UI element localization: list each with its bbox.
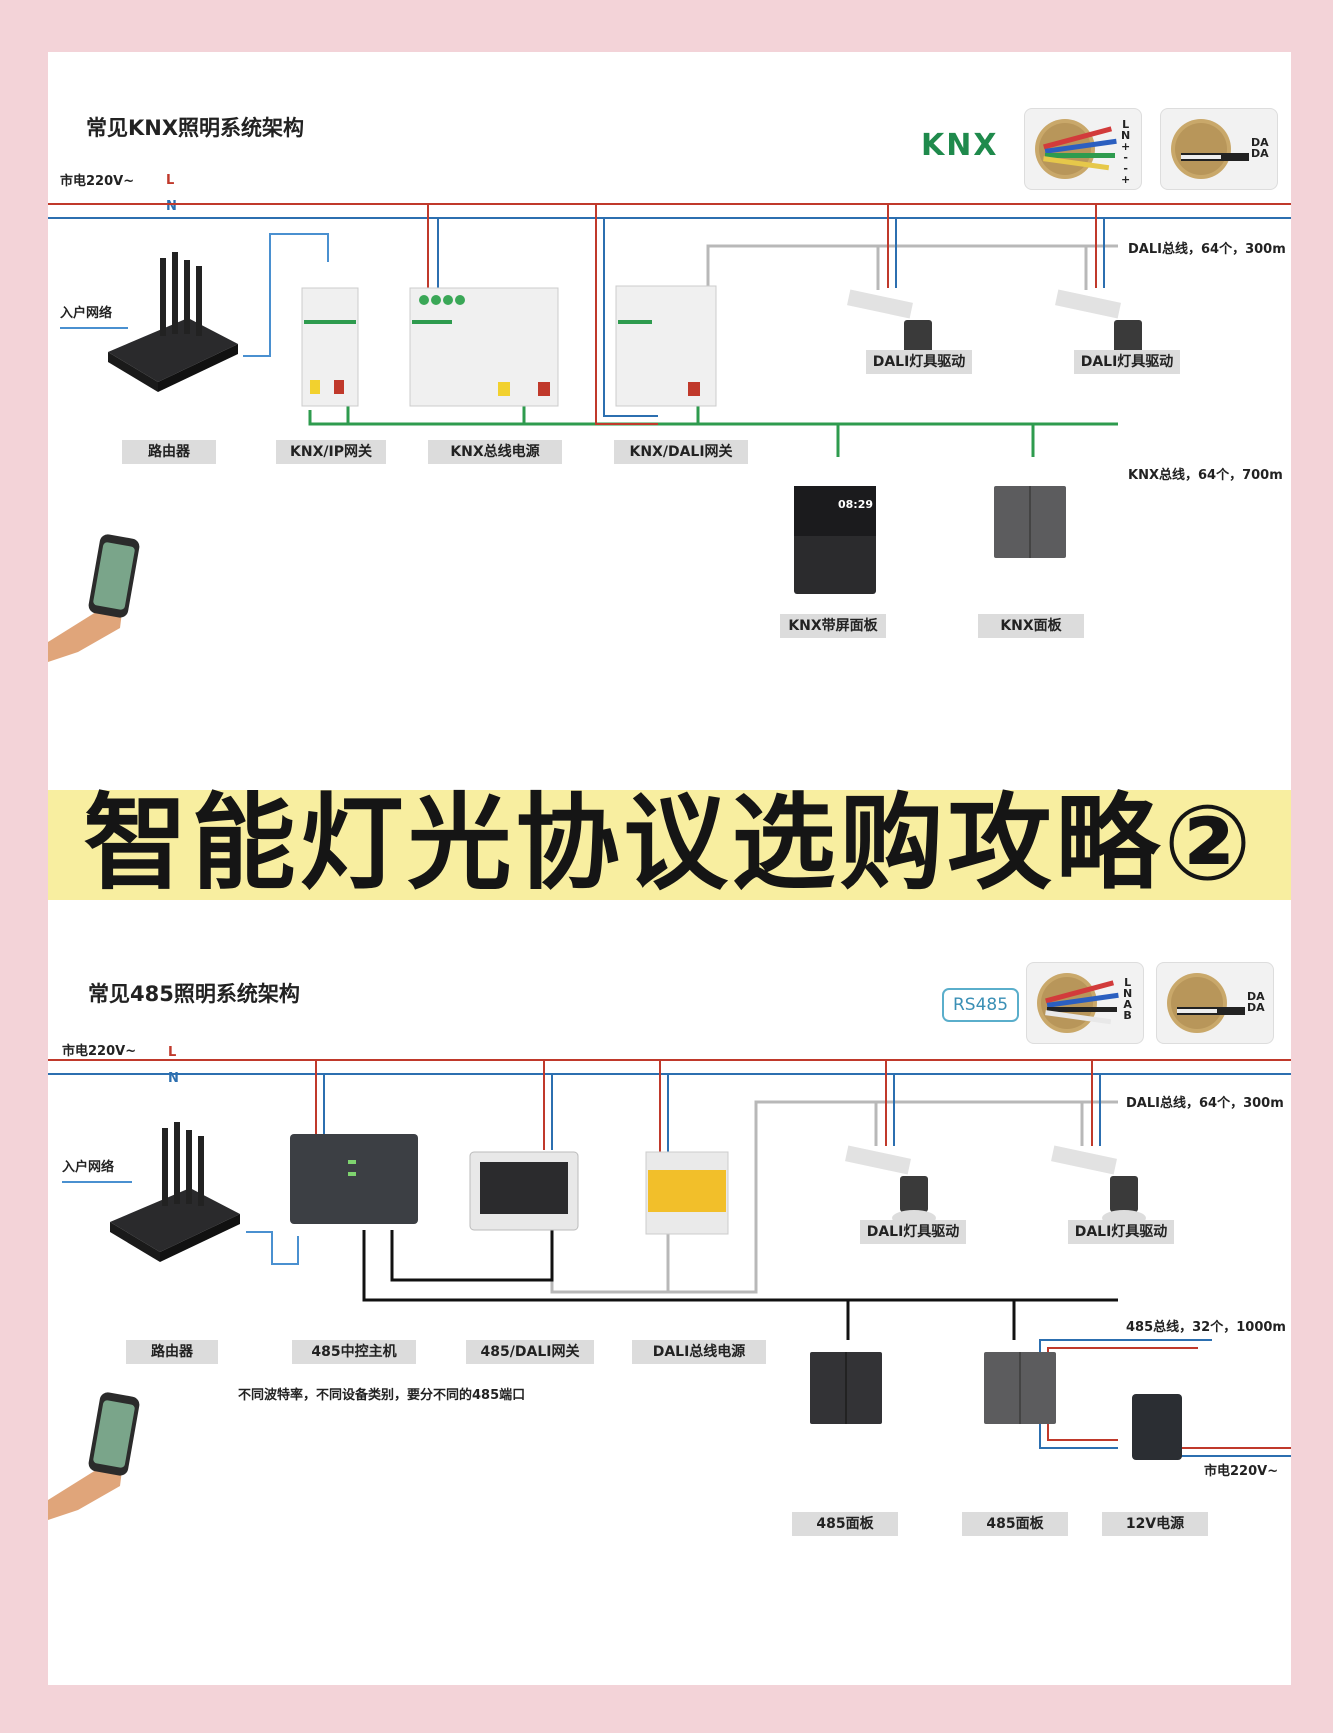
mains-label: 市电220V~ [62, 1044, 137, 1059]
knx-panel-device [994, 486, 1066, 558]
label-host: 485中控主机 [292, 1340, 416, 1364]
banner-title: 智能灯光协议选购攻略② [83, 782, 1256, 904]
rs485-cable-icon: L N A B [1026, 962, 1144, 1044]
label-panel: KNX面板 [978, 614, 1084, 638]
phone-device [48, 1392, 140, 1520]
label-dali-driver-1: DALI灯具驱动 [866, 350, 972, 374]
network-label: 入户网络 [62, 1160, 115, 1175]
mains-label-2: 市电220V~ [1204, 1464, 1279, 1479]
knx-ip-gateway-device [301, 287, 359, 407]
label-screen-panel: KNX带屏面板 [780, 614, 886, 638]
line-l-label: L [166, 173, 175, 188]
knx-bus-power-device [409, 287, 559, 407]
label-dali-gateway: KNX/DALI网关 [614, 440, 748, 464]
rs485-host-device [290, 1134, 418, 1224]
line-l-label: L [168, 1045, 177, 1060]
dali-cable-letters: DA DA [1251, 136, 1269, 160]
dali-driver-2-device [1051, 1145, 1146, 1226]
label-dali-driver-2: DALI灯具驱动 [1068, 1220, 1174, 1244]
screen-time: 08:29 [838, 498, 874, 511]
dali-bus-label: DALI总线，64个，300m [1126, 1096, 1284, 1111]
knx-wiring [48, 203, 1291, 662]
port-note: 不同波特率，不同设备类别，要分不同的485端口 [238, 1388, 526, 1403]
knx-dali-gateway-device [615, 285, 717, 407]
label-router: 路由器 [122, 440, 216, 464]
phone-device [48, 534, 140, 662]
label-dali-driver-1: DALI灯具驱动 [860, 1220, 966, 1244]
dali-bus-label: DALI总线，64个，300m [1128, 242, 1286, 257]
label-dali-driver-2: DALI灯具驱动 [1074, 350, 1180, 374]
dali-cable-icon: DA DA [1160, 108, 1278, 190]
rs485-wiring [48, 1059, 1291, 1520]
router-device [110, 1122, 240, 1262]
router-device [108, 252, 238, 392]
knx-screen-panel-device [794, 486, 876, 594]
rs485-logo: RS485 [942, 988, 1020, 1022]
rs485-cable-letters: L N A B [1123, 976, 1133, 1022]
label-power-12v: 12V电源 [1102, 1512, 1208, 1536]
knx-diagram-panel: 常见KNX照明系统架构 市电220V~ L N 入户网络 DALI总线，64个，… [48, 52, 1291, 742]
knx-section-title: 常见KNX照明系统架构 [86, 116, 305, 140]
rs485-panel-1-device [810, 1352, 882, 1424]
knx-cable-icon: L N + - - + [1024, 108, 1142, 190]
knx-logo: KNX [921, 128, 999, 163]
line-n-label: N [166, 199, 177, 214]
knx-cable-letters: L N + - - + [1121, 118, 1131, 186]
title-banner: 智能灯光协议选购攻略② [48, 740, 1291, 904]
knx-bus-label: KNX总线，64个，700m [1128, 468, 1283, 483]
line-n-label: N [168, 1071, 179, 1086]
label-router: 路由器 [126, 1340, 218, 1364]
label-panel-1: 485面板 [792, 1512, 898, 1536]
label-dali-power: DALI总线电源 [632, 1340, 766, 1364]
dali-power-device [645, 1151, 729, 1235]
rs485-diagram-panel: 常见485照明系统架构 市电220V~ L N 入户网络 DALI总线，64个，… [48, 900, 1291, 1685]
dali-cable-icon-2: DA DA [1156, 962, 1274, 1044]
banner-stripe [48, 790, 1291, 900]
rs485-dali-gateway-device [469, 1151, 579, 1231]
dali-driver-1-device [845, 1145, 936, 1226]
bus-485-label: 485总线，32个，1000m [1126, 1320, 1286, 1335]
network-label: 入户网络 [60, 306, 113, 321]
rs485-section-title: 常见485照明系统架构 [88, 982, 300, 1006]
power-12v-device [1132, 1394, 1182, 1460]
rs485-panel-2-device [984, 1352, 1056, 1424]
mains-label: 市电220V~ [60, 174, 135, 189]
label-panel-2: 485面板 [962, 1512, 1068, 1536]
dali-cable-letters-2: DA DA [1247, 990, 1265, 1014]
label-dali-gateway: 485/DALI网关 [466, 1340, 594, 1364]
label-bus-power: KNX总线电源 [428, 440, 562, 464]
label-ip-gateway: KNX/IP网关 [276, 440, 386, 464]
